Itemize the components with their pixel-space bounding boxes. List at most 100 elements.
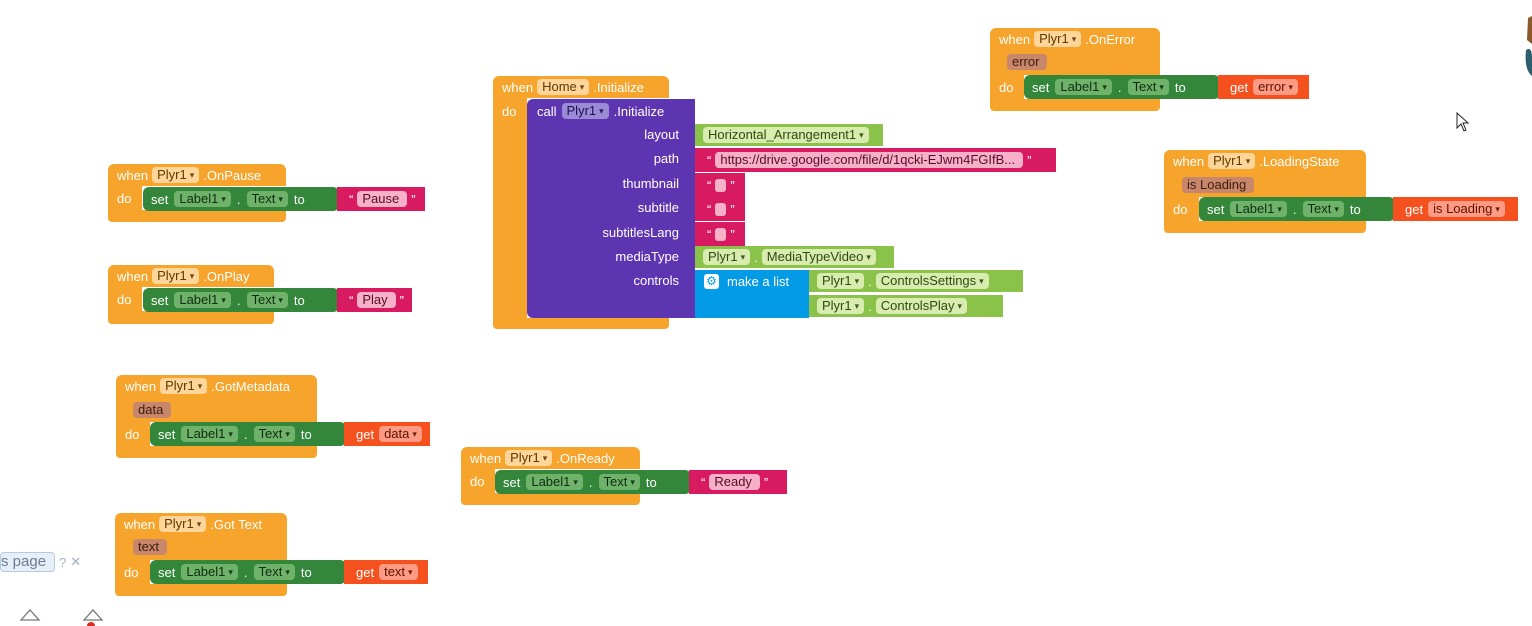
get-keyword: get <box>356 426 375 442</box>
get-variable-dropdown[interactable]: text <box>379 564 418 580</box>
text-value[interactable]: Pause <box>357 191 408 207</box>
get-block[interactable]: get data <box>344 422 430 446</box>
text-block[interactable]: “ Play ” <box>337 288 412 312</box>
subtitleslang-text-block[interactable]: “ ” <box>695 222 745 246</box>
collapse-arrow-icon[interactable] <box>19 604 41 626</box>
quote-close: ” <box>730 226 735 242</box>
quote-open: “ <box>349 191 354 207</box>
property-dropdown[interactable]: Text <box>246 191 288 207</box>
param-label-thumbnail: thumbnail <box>622 176 679 191</box>
subtitle-text-block[interactable]: “ ” <box>695 197 745 221</box>
do-keyword: do <box>502 104 517 119</box>
question-icon[interactable]: ? <box>59 554 67 570</box>
component-dropdown[interactable]: Plyr1 <box>159 516 207 532</box>
set-block[interactable]: set Label1 . Text to <box>150 422 346 446</box>
list-value-dropdown[interactable]: ControlsPlay <box>875 298 968 314</box>
make-list-block[interactable]: ⚙ make a list <box>695 270 809 318</box>
call-component-dropdown[interactable]: Plyr1 <box>561 103 609 119</box>
set-block[interactable]: set Label1 . Text to <box>495 470 691 494</box>
event-name: .GotMetadata <box>211 378 291 394</box>
get-block[interactable]: get text <box>344 560 428 584</box>
text-value[interactable]: Ready <box>709 474 760 490</box>
param-data[interactable]: data <box>133 402 172 418</box>
layout-dropdown[interactable]: Horizontal_Arrangement1 <box>703 127 869 143</box>
target-dropdown[interactable]: Label1 <box>181 564 238 580</box>
target-dropdown[interactable]: Label1 <box>181 426 238 442</box>
component-dropdown[interactable]: Plyr1 <box>160 378 208 394</box>
component-dropdown[interactable]: Home <box>537 79 590 95</box>
mediatype-block[interactable]: Plyr1 . MediaTypeVideo <box>695 246 894 268</box>
component-dropdown[interactable]: Plyr1 <box>152 167 200 183</box>
quote-open: “ <box>349 292 354 308</box>
target-dropdown[interactable]: Label1 <box>174 191 231 207</box>
set-block[interactable]: set Label1 . Text to <box>1024 75 1220 99</box>
get-block[interactable]: get error <box>1218 75 1309 99</box>
get-variable-dropdown[interactable]: error <box>1253 79 1299 95</box>
property-dropdown[interactable]: Text <box>1127 79 1169 95</box>
param-label-subtitleslang: subtitlesLang <box>602 225 679 240</box>
quote-close: ” <box>1027 152 1032 168</box>
list-component-dropdown[interactable]: Plyr1 <box>817 273 865 289</box>
param-error[interactable]: error <box>1007 54 1048 70</box>
quote-close: ” <box>730 201 735 217</box>
event-name: .Initialize <box>593 79 644 95</box>
empty-text-slot[interactable] <box>715 178 727 192</box>
path-value[interactable]: https://drive.google.com/file/d/1qcki-EJ… <box>715 152 1024 168</box>
text-block[interactable]: “ Ready ” <box>689 470 787 494</box>
text-block[interactable]: “ Pause ” <box>337 187 425 211</box>
help-bar[interactable]: s page ? ✕ <box>0 552 81 572</box>
empty-text-slot[interactable] <box>715 227 727 241</box>
component-dropdown[interactable]: Plyr1 <box>1034 31 1082 47</box>
set-keyword: set <box>151 292 169 308</box>
layout-component-block[interactable]: Horizontal_Arrangement1 <box>695 124 883 146</box>
component-dropdown[interactable]: Plyr1 <box>1208 153 1256 169</box>
property-dropdown[interactable]: Text <box>1302 201 1344 217</box>
dot-separator: . <box>1117 79 1122 95</box>
mascot-icon <box>1525 16 1532 76</box>
set-block[interactable]: set Label1 . Text to <box>143 288 339 312</box>
list-item-2[interactable]: Plyr1 . ControlsPlay <box>809 295 1003 317</box>
get-variable-dropdown[interactable]: is Loading <box>1428 201 1505 217</box>
dot-separator: . <box>243 564 248 580</box>
to-keyword: to <box>300 426 312 442</box>
param-text[interactable]: text <box>133 539 167 555</box>
gear-icon[interactable]: ⚙ <box>704 274 719 289</box>
property-dropdown[interactable]: Text <box>246 292 288 308</box>
text-value[interactable]: Play <box>357 292 396 308</box>
list-value-dropdown[interactable]: ControlsSettings <box>875 273 989 289</box>
to-keyword: to <box>293 292 305 308</box>
close-icon[interactable]: ✕ <box>70 554 82 569</box>
list-item-1[interactable]: Plyr1 . ControlsSettings <box>809 270 1023 292</box>
set-block[interactable]: set Label1 . Text to <box>150 560 346 584</box>
target-dropdown[interactable]: Label1 <box>526 474 583 490</box>
empty-text-slot[interactable] <box>715 202 727 216</box>
target-dropdown[interactable]: Label1 <box>174 292 231 308</box>
thumbnail-text-block[interactable]: “ ” <box>695 173 745 197</box>
path-text-block[interactable]: “ https://drive.google.com/file/d/1qcki-… <box>695 148 1056 172</box>
target-dropdown[interactable]: Label1 <box>1230 201 1287 217</box>
call-initialize-block[interactable]: call Plyr1 .Initialize layout path thumb… <box>527 99 695 318</box>
mediatype-dropdown[interactable]: MediaTypeVideo <box>761 249 876 265</box>
to-keyword: to <box>300 564 312 580</box>
help-bar-label[interactable]: s page <box>0 552 56 572</box>
warning-arrow-icon[interactable] <box>82 604 104 626</box>
component-dropdown[interactable]: Plyr1 <box>152 268 200 284</box>
param-is-loading[interactable]: is Loading <box>1182 177 1255 193</box>
property-dropdown[interactable]: Text <box>253 426 295 442</box>
when-keyword: when <box>999 31 1031 47</box>
quote-open: “ <box>707 177 712 193</box>
property-dropdown[interactable]: Text <box>253 564 295 580</box>
list-component-dropdown[interactable]: Plyr1 <box>817 298 865 314</box>
target-dropdown[interactable]: Label1 <box>1055 79 1112 95</box>
dot-separator: . <box>243 426 248 442</box>
property-dropdown[interactable]: Text <box>598 474 640 490</box>
component-dropdown[interactable]: Plyr1 <box>505 450 553 466</box>
get-block[interactable]: get is Loading <box>1393 197 1518 221</box>
media-component-dropdown[interactable]: Plyr1 <box>703 249 751 265</box>
set-block[interactable]: set Label1 . Text to <box>1199 197 1395 221</box>
when-keyword: when <box>502 79 534 95</box>
do-keyword: do <box>1173 202 1188 217</box>
set-keyword: set <box>158 426 176 442</box>
set-block[interactable]: set Label1 . Text to <box>143 187 339 211</box>
get-variable-dropdown[interactable]: data <box>379 426 422 442</box>
